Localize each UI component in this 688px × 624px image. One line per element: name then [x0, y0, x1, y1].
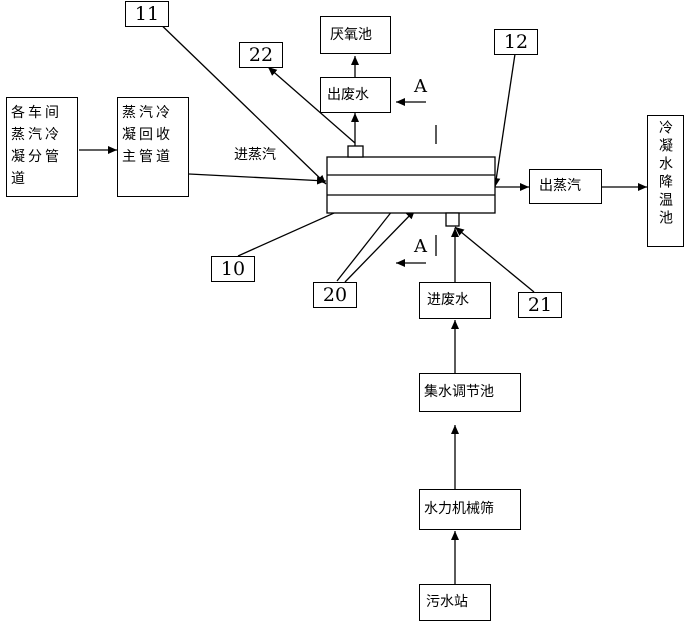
anaerobic-tank-box: 厌氧池 [320, 16, 391, 54]
branch-pipes-label: 各车间蒸汽冷凝分管道 [11, 105, 62, 187]
ref-tag-21: 21 [518, 292, 562, 318]
main-pipe-label: 蒸汽冷凝回收主管道 [122, 105, 173, 165]
heat-exchanger-shell [326, 156, 496, 214]
ref-tag-11: 11 [125, 1, 169, 27]
ref-tag-10: 10 [211, 256, 255, 282]
leader-21 [454, 226, 535, 293]
anaerobic-tank-label: 厌氧池 [330, 27, 372, 43]
section-mark-top-label: A [414, 76, 427, 97]
steam-out-box: 出蒸汽 [529, 169, 602, 204]
waste-water-out-label: 出废水 [327, 87, 369, 103]
leader-22 [267, 66, 356, 144]
condensate-cooling-tank-box: 冷凝水降温池 [647, 115, 684, 247]
ref-tag-20: 20 [313, 282, 357, 308]
mechanical-screen-label: 水力机械筛 [424, 501, 494, 517]
section-mark-bottom-label: A [414, 236, 427, 257]
leader-12 [492, 53, 516, 188]
waste-water-in-box: 进废水 [419, 282, 491, 319]
steam-in-label: 进蒸汽 [234, 147, 276, 163]
ref-tag-22: 22 [239, 42, 283, 68]
sewage-station-box: 污水站 [419, 584, 491, 621]
sewage-station-label: 污水站 [426, 594, 468, 610]
ref-tag-12: 12 [494, 29, 538, 55]
bottom-nozzle [445, 212, 460, 227]
waste-water-in-label: 进废水 [427, 292, 469, 308]
arrow-steam-in [188, 173, 327, 185]
condensate-cooling-tank-label: 冷凝水降温池 [657, 120, 673, 228]
leader-20b [344, 209, 416, 283]
steam-out-label: 出蒸汽 [539, 178, 581, 194]
heat-exchanger [326, 145, 496, 227]
main-pipe-box: 蒸汽冷凝回收主管道 [117, 97, 189, 197]
collection-tank-label: 集水调节池 [424, 384, 494, 400]
mechanical-screen-box: 水力机械筛 [419, 489, 521, 530]
waste-water-out-box: 出废水 [320, 77, 391, 113]
top-nozzle [347, 145, 364, 158]
branch-pipes-box: 各车间蒸汽冷凝分管道 [6, 97, 78, 197]
collection-tank-box: 集水调节池 [419, 373, 521, 412]
leader-11 [151, 15, 327, 185]
